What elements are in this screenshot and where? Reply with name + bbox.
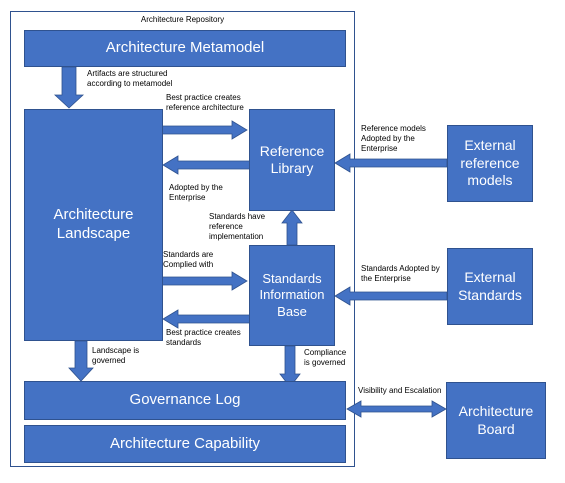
label-adopted-by-enterprise: Adopted by the Enterprise [169,183,223,202]
architecture-landscape-box: Architecture Landscape [24,109,163,341]
label-standards-complied: Standards are Complied with [163,250,214,269]
arrow-external-std-to-standards [334,286,448,306]
label-compliance-governed: Compliance is governed [304,348,347,367]
arrow-external-ref-to-library [334,153,448,173]
label-best-practice-reference: Best practice creates reference architec… [166,93,244,112]
arrow-standards-to-reference [281,209,303,246]
label-landscape-governed: Landscape is governed [92,346,140,365]
external-standards-box: External Standards [447,248,533,325]
governance-log-box: Governance Log [24,381,346,420]
arrow-landscape-to-reference [161,120,248,140]
architecture-capability-box: Architecture Capability [24,425,346,463]
architecture-metamodel-box: Architecture Metamodel [24,30,346,67]
label-reference-models-adopted: Reference models Adopted by the Enterpri… [361,124,426,153]
standards-information-base-box: Standards Information Base [249,245,335,346]
external-reference-models-box: External reference models [447,125,533,202]
label-best-practice-standards: Best practice creates standards [166,328,241,347]
label-standards-reference-implementation: Standards have reference implementation [209,212,266,241]
repository-title: Architecture Repository [140,15,225,24]
arrow-standards-to-landscape [162,309,251,329]
arrow-landscape-to-standards [161,271,248,291]
arrow-landscape-to-governance [68,340,94,382]
arrow-governance-board [346,400,447,418]
label-artifacts: Artifacts are structured according to me… [87,69,173,88]
label-visibility-escalation: Visibility and Escalation [358,386,442,395]
reference-library-box: Reference Library [249,109,335,211]
label-standards-adopted: Standards Adopted by the Enterprise [361,264,440,283]
architecture-board-box: Architecture Board [446,382,546,459]
arrow-reference-to-landscape [162,155,251,175]
arrow-standards-to-governance [279,345,301,388]
arrow-metamodel-to-landscape [53,66,85,109]
